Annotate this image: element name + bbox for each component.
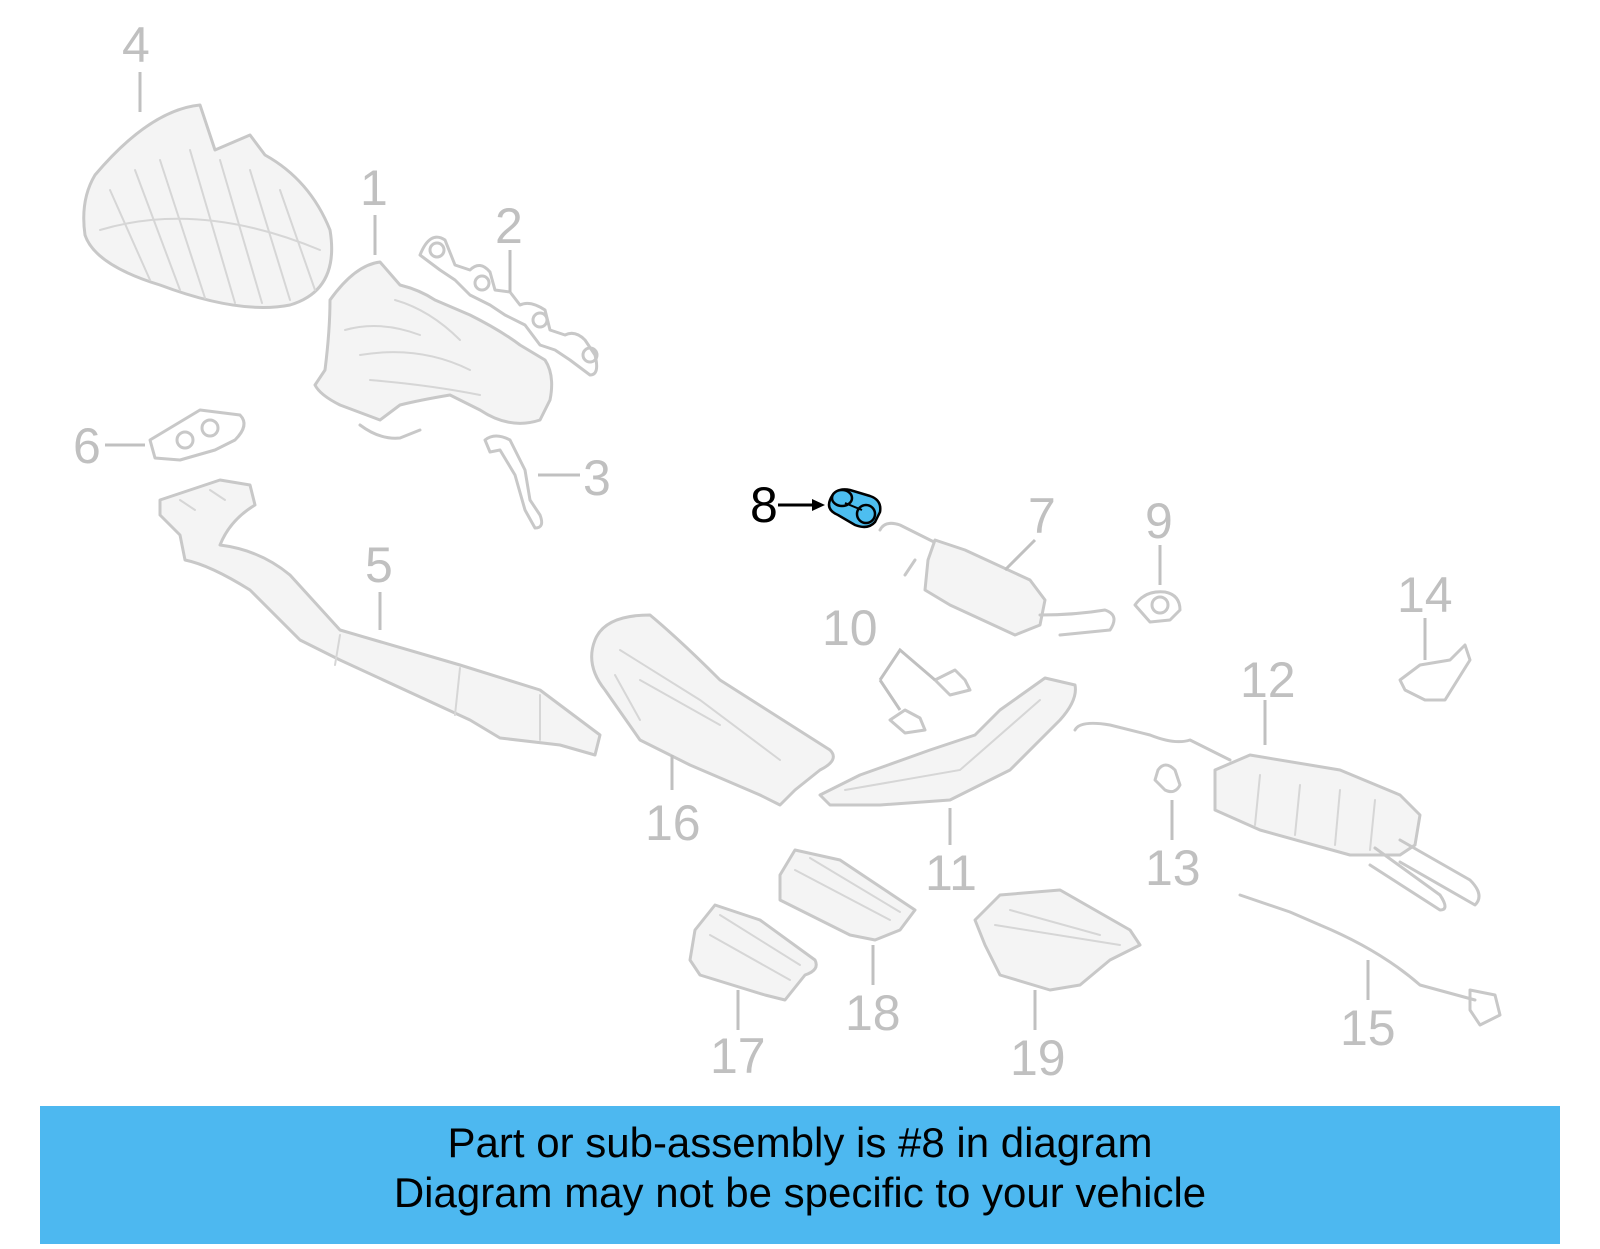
callout-8: 8	[750, 477, 778, 533]
callout-16: 16	[645, 795, 701, 851]
part-14-bracket	[1398, 643, 1472, 702]
banner-line-2: Diagram may not be specific to your vehi…	[393, 1169, 1207, 1216]
part-9-clamp	[1133, 590, 1182, 624]
part-15-oxygen-sensor	[1238, 893, 1502, 1027]
callout-2: 2	[495, 198, 523, 254]
exhaust-parts-diagram: 4 1 2 3 6 5 7 9 10 14 12 16 11 13 18 15 …	[73, 17, 1502, 1086]
callout-11: 11	[925, 845, 977, 901]
part-19-heat-shield	[973, 888, 1142, 992]
info-banner: Part or sub-assembly is #8 in diagram Di…	[40, 1106, 1560, 1244]
part-17-heat-shield	[688, 903, 818, 1002]
part-13-hanger	[1153, 763, 1182, 794]
callout-14: 14	[1397, 567, 1453, 623]
callout-1: 1	[360, 160, 388, 216]
callout-19: 19	[1010, 1030, 1066, 1086]
part-1-exhaust-manifold	[313, 260, 554, 440]
callout-10: 10	[822, 600, 878, 656]
part-2-gasket	[418, 235, 599, 377]
callout-13: 13	[1145, 840, 1201, 896]
callout-8-highlight: 8	[750, 477, 825, 533]
part-3-bracket	[483, 434, 544, 530]
part-8-clamp[interactable]	[827, 488, 882, 529]
leader-lines	[105, 72, 1427, 1030]
callout-18: 18	[845, 985, 901, 1041]
callout-7: 7	[1028, 488, 1056, 544]
callout-5: 5	[365, 537, 393, 593]
part-4-heat-shield	[82, 103, 334, 309]
part-5-front-pipe-catalytic	[158, 478, 602, 757]
callout-labels: 4 1 2 3 6 5 7 9 10 14 12 16 11 13 18 15 …	[73, 17, 1453, 1086]
part-7-center-muffler	[878, 521, 1116, 637]
part-6-flange-gasket	[148, 408, 246, 462]
part-12-rear-muffler	[1073, 721, 1481, 912]
callout-6: 6	[73, 418, 101, 474]
part-18-heat-shield	[778, 848, 917, 942]
callout-4: 4	[122, 17, 150, 73]
part-11-crossmember	[818, 676, 1077, 807]
banner-line-1: Part or sub-assembly is #8 in diagram	[447, 1119, 1153, 1166]
callout-3: 3	[583, 450, 611, 506]
callout-17: 17	[710, 1028, 766, 1084]
callout-12: 12	[1240, 652, 1296, 708]
callout-9: 9	[1145, 493, 1173, 549]
callout-15: 15	[1340, 1000, 1396, 1056]
part-10-hangers	[888, 668, 972, 735]
part-16-heat-shield	[590, 613, 835, 807]
